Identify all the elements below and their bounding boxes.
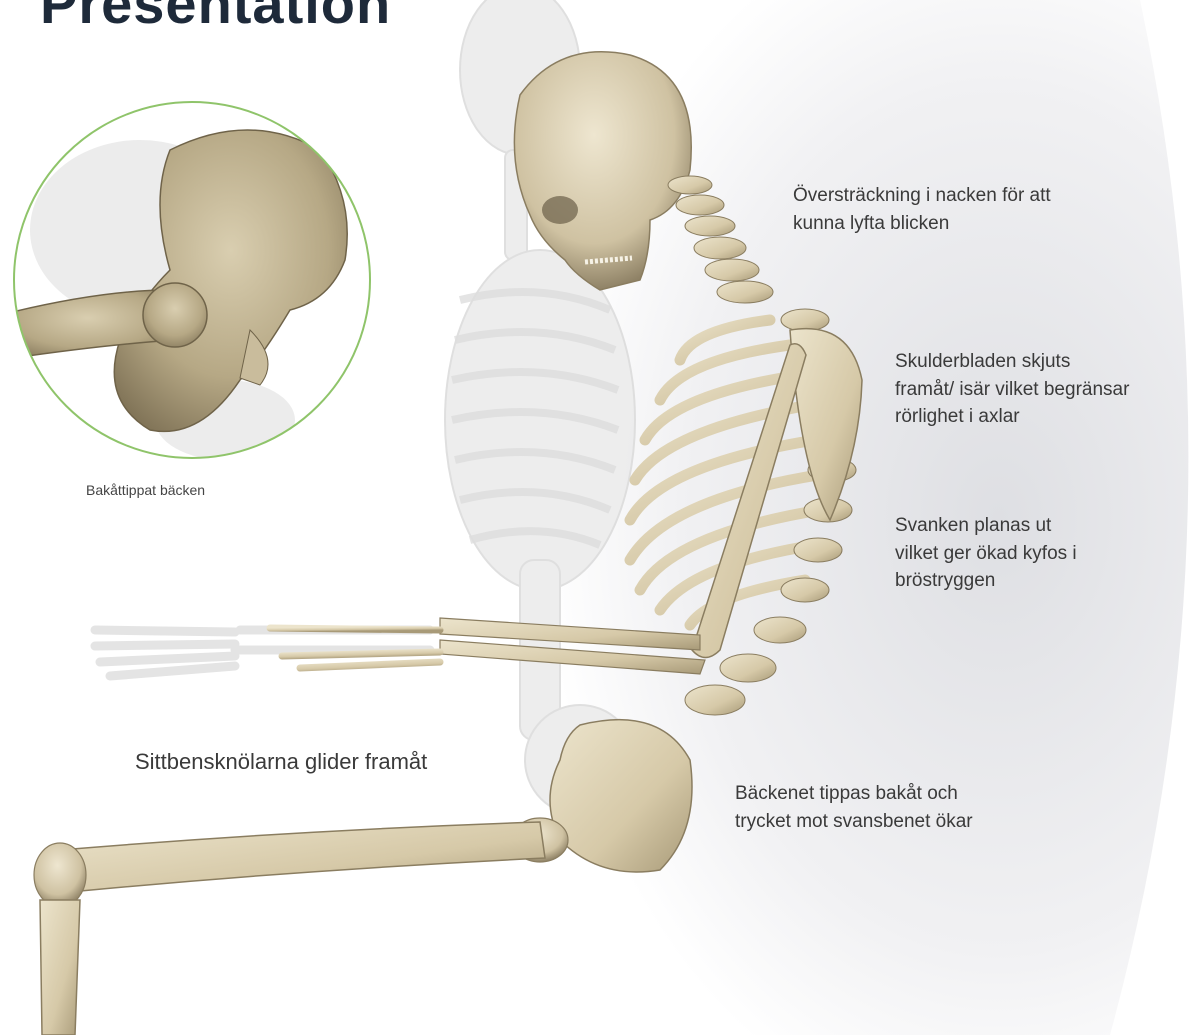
annotation-lumbar: Svanken planas ut vilket ger ökad kyfos … (895, 512, 1077, 595)
annotation-shoulders: Skulderbladen skjuts framåt/ isär vilket… (895, 348, 1129, 431)
annotation-pelvis: Bäckenet tippas bakåt och trycket mot sv… (735, 780, 973, 835)
annotation-neck: Översträckning i nacken för att kunna ly… (793, 182, 1051, 237)
inset-caption: Bakåttippat bäcken (86, 480, 205, 500)
annotation-sit-bones: Sittbensknölarna glider framåt (135, 746, 427, 778)
